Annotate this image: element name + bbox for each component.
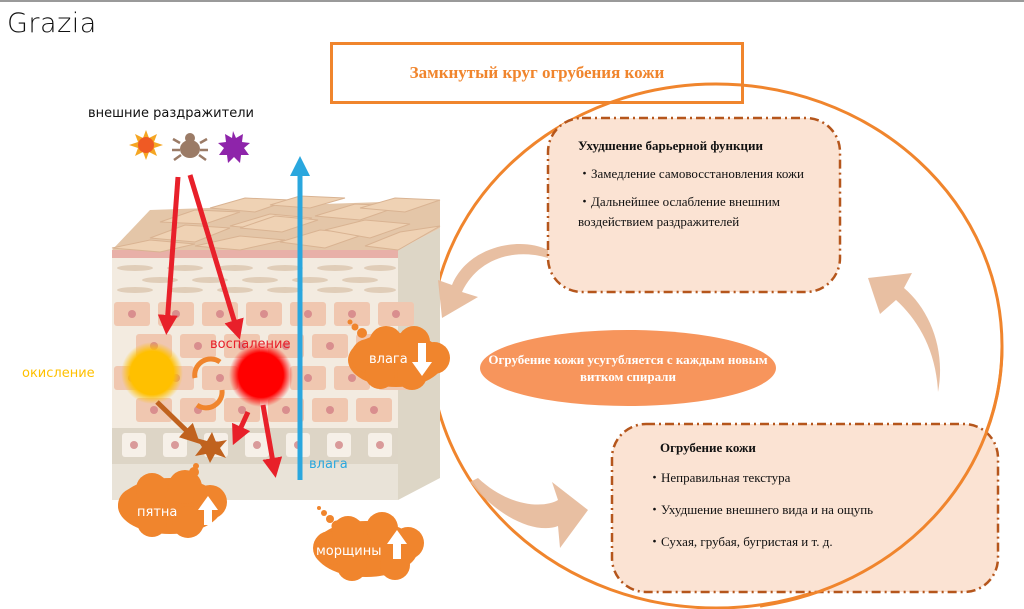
cell-nucleus (128, 310, 136, 318)
title-box: Замкнутый круг огрубения кожи (330, 42, 744, 104)
cycle-arrow-bottom (470, 478, 588, 548)
irritant-arrow-2 (187, 174, 244, 340)
cell-nucleus (216, 374, 224, 382)
cycle-arrow-1 (192, 356, 222, 379)
center-ellipse-text: Огрубение кожи усугубляется с каждым нов… (488, 352, 768, 384)
roughening-card-item: ・Неправильная текстура (648, 470, 791, 485)
cell-nucleus (216, 310, 224, 318)
cell-nucleus (348, 310, 356, 318)
moisture-cloud (347, 319, 450, 390)
melanin-star-icon (195, 432, 227, 463)
spots-up-arrow-icon (198, 496, 218, 525)
cell-nucleus (172, 310, 180, 318)
cell-nucleus (282, 406, 290, 414)
cell-nucleus (335, 441, 343, 449)
roughening-card-title: Огрубение кожи (660, 440, 756, 455)
wrinkles-up-arrow-icon (387, 530, 407, 559)
cell-nucleus (376, 441, 384, 449)
cell-nucleus (260, 310, 268, 318)
barrier-card-title: Ухудшение барьерной функции (578, 138, 763, 153)
logo: Grazia (7, 8, 97, 39)
diagram-title: Замкнутый круг огрубения кожи (409, 63, 665, 82)
sun-icon (129, 130, 163, 160)
barrier-card-item: ・Замедление самовосстановления кожи (578, 166, 804, 181)
inflammation-label: воспаление (210, 337, 291, 352)
cell-nucleus (171, 441, 179, 449)
irritant-arrow-1 (157, 176, 181, 335)
center-ellipse (480, 330, 776, 406)
cell-nucleus (282, 342, 290, 350)
skin-roughening-card: Огрубение кожи ・Неправильная текстура ・У… (612, 424, 998, 592)
barrier-function-card: Ухудшение барьерной функции ・Замедление … (548, 118, 840, 292)
top-border (0, 0, 1024, 2)
wrinkles-cloud-label: морщины (316, 544, 382, 559)
cell-nucleus (130, 441, 138, 449)
oxidation-label: окисление (22, 366, 95, 381)
cell-nucleus (326, 406, 334, 414)
moisture-down-arrow-icon (412, 343, 432, 376)
cycle-arrow-right (868, 273, 941, 392)
moisture-cloud-label: влага (369, 352, 408, 367)
barrier-card-item: ・Дальнейшее ослабление внешним воздейств… (578, 194, 781, 229)
purple-star-icon (218, 131, 250, 163)
irritants-label: внешние раздражители (88, 106, 254, 121)
cell-nucleus (150, 406, 158, 414)
cell-nucleus (238, 406, 246, 414)
cell-nucleus (253, 441, 261, 449)
mite-icon (172, 133, 208, 162)
cell-nucleus (194, 342, 202, 350)
cell-nucleus (348, 374, 356, 382)
oxidation-blob (121, 342, 183, 404)
cell-nucleus (304, 310, 312, 318)
cycle-arrow-2 (195, 389, 225, 411)
inner-moisture-label: влага (309, 457, 348, 472)
cell-nucleus (326, 342, 334, 350)
roughening-card-item: ・Ухудшение внешнего вида и на ощупь (648, 502, 874, 517)
cell-nucleus (392, 310, 400, 318)
spots-cloud-label: пятна (137, 505, 178, 520)
cycle-arrow-left (438, 243, 548, 318)
inflammation-blob (229, 343, 293, 407)
spots-cloud (118, 463, 227, 538)
cell-nucleus (370, 406, 378, 414)
roughening-card-item: ・Сухая, грубая, бугристая и т. д. (648, 534, 833, 549)
cell-nucleus (304, 374, 312, 382)
